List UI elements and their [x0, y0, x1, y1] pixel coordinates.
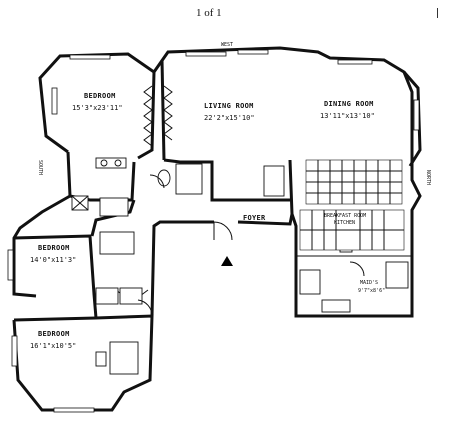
foyer-name: FOYER — [243, 214, 266, 222]
vanity-2 — [95, 287, 119, 305]
maid-closet — [385, 261, 409, 289]
master-bedroom-size: 15'3"x23'11" — [72, 104, 123, 112]
living-room-name: LIVING ROOM — [204, 102, 254, 110]
bedroom-3-size: 16'1"x10'5" — [30, 342, 76, 350]
window-4 — [237, 49, 269, 55]
compass-west: WEST — [221, 42, 233, 48]
window-7 — [7, 249, 14, 281]
powder-door-swing — [149, 174, 165, 189]
bedroom-2-name: BEDROOM — [38, 244, 70, 252]
compass-south: SOUTH — [37, 160, 43, 175]
kitchen-tile-grid — [299, 159, 405, 251]
window-2 — [69, 54, 111, 60]
wall-foyer — [237, 213, 294, 226]
dining-room-name: DINING ROOM — [324, 100, 374, 108]
powder-room — [175, 163, 203, 195]
maid-door-swing — [349, 261, 365, 277]
wall-living-south — [163, 158, 290, 202]
closet-master — [143, 85, 153, 147]
dining-room-size: 13'11"x13'10" — [320, 112, 375, 120]
wall-kitchen — [288, 159, 422, 318]
window-8 — [11, 335, 18, 367]
sink-1b — [114, 159, 122, 167]
edge-mark — [437, 8, 438, 18]
bedroom-2-size: 14'0"x11'3" — [30, 256, 76, 264]
tub-1 — [99, 197, 129, 217]
wall-west-diagonal — [12, 194, 71, 298]
compass-north: NORTH — [425, 170, 431, 185]
tub-3 — [109, 341, 139, 375]
toilet-3 — [95, 351, 107, 367]
sink-1a — [100, 159, 108, 167]
vanity-1 — [95, 157, 127, 169]
north-arrow-icon — [221, 256, 233, 266]
wall-bedroom-2 — [13, 234, 98, 319]
hall-door-swing — [137, 299, 153, 317]
kitchen-sub: KITCHEN — [334, 220, 355, 226]
window-3 — [185, 51, 227, 57]
powder-sink — [157, 169, 171, 187]
page-indicator: 1 of 1 — [196, 7, 222, 19]
entry-door-swing — [213, 221, 233, 241]
maid-vanity — [321, 299, 351, 313]
living-room-size: 22'2"x15'10" — [204, 114, 255, 122]
window-6 — [413, 99, 420, 131]
wall-north-top — [152, 46, 414, 162]
window-1 — [51, 87, 58, 115]
master-bedroom-name: BEDROOM — [84, 92, 116, 100]
maids-name: MAID'S — [360, 280, 378, 286]
wall-upper-bath — [66, 151, 136, 202]
wet-bar — [263, 165, 285, 197]
window-9 — [53, 407, 95, 413]
maid-tub — [299, 269, 321, 295]
shower-1-x2 — [71, 195, 89, 211]
maids-size: 9'7"x8'6" — [358, 288, 385, 294]
wall-hall-2 — [150, 220, 214, 317]
bedroom-3-name: BEDROOM — [38, 330, 70, 338]
vanity-3 — [119, 287, 143, 305]
window-5 — [337, 59, 373, 65]
kitchen-name: BREAKFAST ROOM — [324, 213, 366, 219]
bath-fixtures — [71, 157, 409, 375]
closet-living — [163, 85, 173, 141]
wall-bedroom-3 — [12, 314, 154, 412]
windows — [7, 49, 420, 413]
tub-2 — [99, 231, 135, 255]
wall-living-west — [160, 59, 166, 161]
